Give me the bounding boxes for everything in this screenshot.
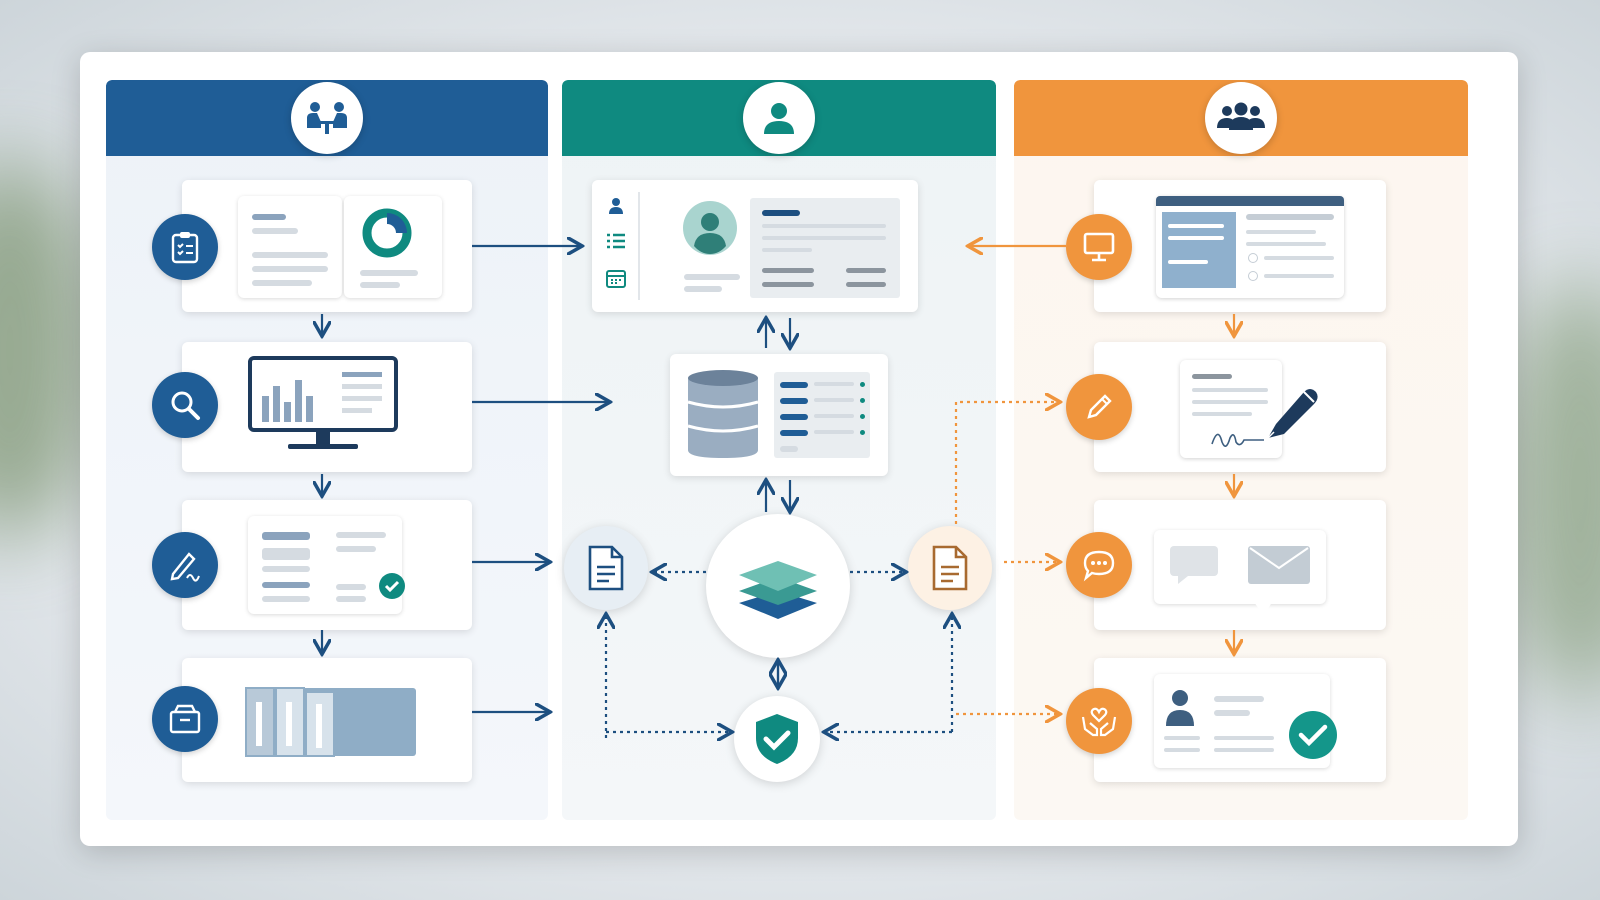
chart-page <box>344 196 442 298</box>
check-badge-icon <box>378 572 406 605</box>
signature-scribble <box>1210 426 1266 455</box>
envelope-icon <box>1246 544 1312 591</box>
column-right-header <box>1014 80 1468 156</box>
database-records <box>774 372 870 458</box>
database-panel <box>670 354 888 476</box>
user-icon <box>743 82 815 154</box>
sidebar-calendar-icon <box>606 268 626 293</box>
pie-chart-icon <box>362 208 412 263</box>
shield-check-icon <box>734 696 820 782</box>
column-left <box>106 80 548 820</box>
user-profile-panel <box>592 180 918 312</box>
browser-titlebar <box>1156 196 1344 206</box>
layers-hub <box>706 514 850 658</box>
messaging-card <box>1094 500 1386 630</box>
team-icon <box>1205 82 1277 154</box>
sidebar-user-icon <box>606 196 626 221</box>
approval-document <box>248 516 402 614</box>
sidebar-list-icon <box>606 232 626 255</box>
message-panel <box>1154 530 1326 616</box>
document-page <box>238 196 342 298</box>
database-icon <box>686 368 760 465</box>
browser-window <box>1156 196 1344 298</box>
monitor-chart-icon <box>248 356 398 459</box>
profile-avatar <box>682 200 738 261</box>
report-card <box>182 180 472 312</box>
chat-icon <box>1066 532 1132 598</box>
pen-icon <box>152 532 218 598</box>
chat-bubble-icon <box>1168 544 1220 591</box>
search-icon <box>152 372 218 438</box>
column-right <box>1014 80 1468 820</box>
document-node-right <box>908 526 992 610</box>
analytics-card <box>182 342 472 472</box>
column-middle <box>562 80 996 820</box>
column-middle-header <box>562 80 996 156</box>
profile-detail-block <box>750 198 900 298</box>
column-left-header <box>106 80 548 156</box>
fountain-pen-icon <box>1258 382 1322 451</box>
web-portal-card <box>1094 180 1386 312</box>
client-person-icon <box>1164 688 1196 733</box>
client-confirm-card <box>1094 658 1386 782</box>
clipboard-icon <box>152 214 218 280</box>
connector-layer <box>80 52 1518 846</box>
archive-card <box>182 658 472 782</box>
folders-icon <box>242 682 418 763</box>
pencil-icon <box>1066 374 1132 440</box>
workflow-diagram-card <box>80 52 1518 846</box>
confirm-check-icon <box>1288 710 1338 765</box>
signature-card <box>1094 342 1386 472</box>
approval-card <box>182 500 472 630</box>
signed-document <box>1180 360 1282 458</box>
monitor-icon <box>1066 214 1132 280</box>
document-node-left <box>564 526 648 610</box>
meeting-icon <box>291 82 363 154</box>
care-hands-icon <box>1066 688 1132 754</box>
archive-icon <box>152 686 218 752</box>
